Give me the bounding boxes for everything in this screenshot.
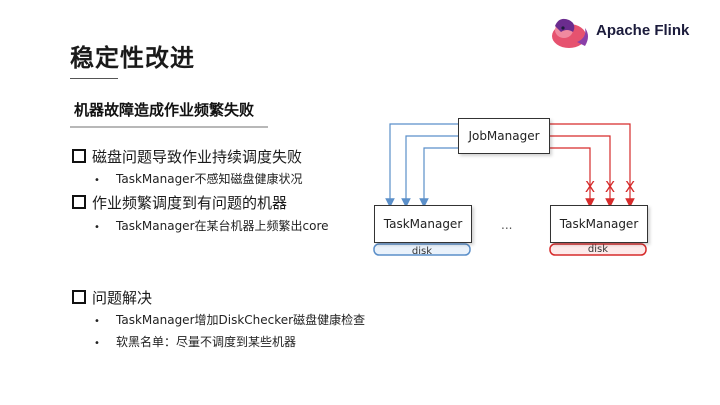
healthy-connectors [385, 123, 458, 208]
title-divider [70, 78, 118, 79]
sub-bullet-text: TaskManager不感知磁盘健康状况 [116, 172, 303, 186]
taskmanager-node-faulty: TaskManager [550, 205, 648, 243]
connector-line [548, 123, 635, 208]
connector-line [419, 147, 458, 208]
disk-label-healthy: disk [411, 246, 433, 257]
section-heading: 机器故障造成作业频繁失败 [74, 101, 255, 119]
disk-label-faulty: disk [587, 244, 609, 255]
bullet-item: 作业频繁调度到有问题的机器 [72, 192, 287, 213]
checkbox-bullet-icon [72, 290, 86, 304]
sub-bullet-text: TaskManager在某台机器上频繁出core [116, 219, 329, 233]
failure-marks: X X X [585, 178, 635, 196]
connector-line [548, 135, 615, 208]
sub-bullet-item: • TaskManager增加DiskChecker磁盘健康检查 [94, 311, 365, 328]
failure-x-icon: X [605, 178, 615, 196]
sub-bullet-text: TaskManager增加DiskChecker磁盘健康检查 [116, 313, 366, 327]
sub-bullet-item: • 软黑名单：尽量不调度到某些机器 [94, 333, 296, 350]
disk-healthy [373, 243, 471, 256]
brand-name: Apache Flink [596, 22, 690, 39]
sub-bullet-item: • TaskManager不感知磁盘健康状况 [94, 170, 303, 187]
connector-line [548, 147, 595, 208]
dot-bullet-icon: • [94, 175, 100, 186]
failure-x-icon: X [585, 178, 595, 196]
disk-faulty [549, 243, 647, 256]
connector-line [401, 135, 458, 208]
squirrel-icon [552, 18, 588, 48]
bullet-item: 问题解决 [72, 287, 152, 308]
flink-logo [552, 18, 588, 48]
bullet-item-text: 问题解决 [92, 289, 153, 307]
ellipsis: ... [501, 218, 513, 232]
checkbox-bullet-icon [72, 149, 86, 163]
taskmanager-node-healthy: TaskManager [374, 205, 472, 243]
faulty-connectors [548, 123, 635, 208]
jobmanager-node: JobManager [458, 118, 550, 154]
sub-bullet-item: • TaskManager在某台机器上频繁出core [94, 217, 329, 234]
bullet-item-text: 磁盘问题导致作业持续调度失败 [92, 148, 303, 166]
bullet-item: 磁盘问题导致作业持续调度失败 [72, 146, 302, 167]
failure-x-icon: X [625, 178, 635, 196]
dot-bullet-icon: • [94, 338, 100, 349]
dot-bullet-icon: • [94, 316, 100, 327]
dot-bullet-icon: • [94, 222, 100, 233]
sub-bullet-text: 软黑名单：尽量不调度到某些机器 [116, 335, 297, 349]
page-title: 稳定性改进 [70, 44, 195, 72]
connector-line [385, 123, 458, 208]
section-divider [70, 126, 268, 128]
bullet-item-text: 作业频繁调度到有问题的机器 [92, 194, 288, 212]
checkbox-bullet-icon [72, 195, 86, 209]
